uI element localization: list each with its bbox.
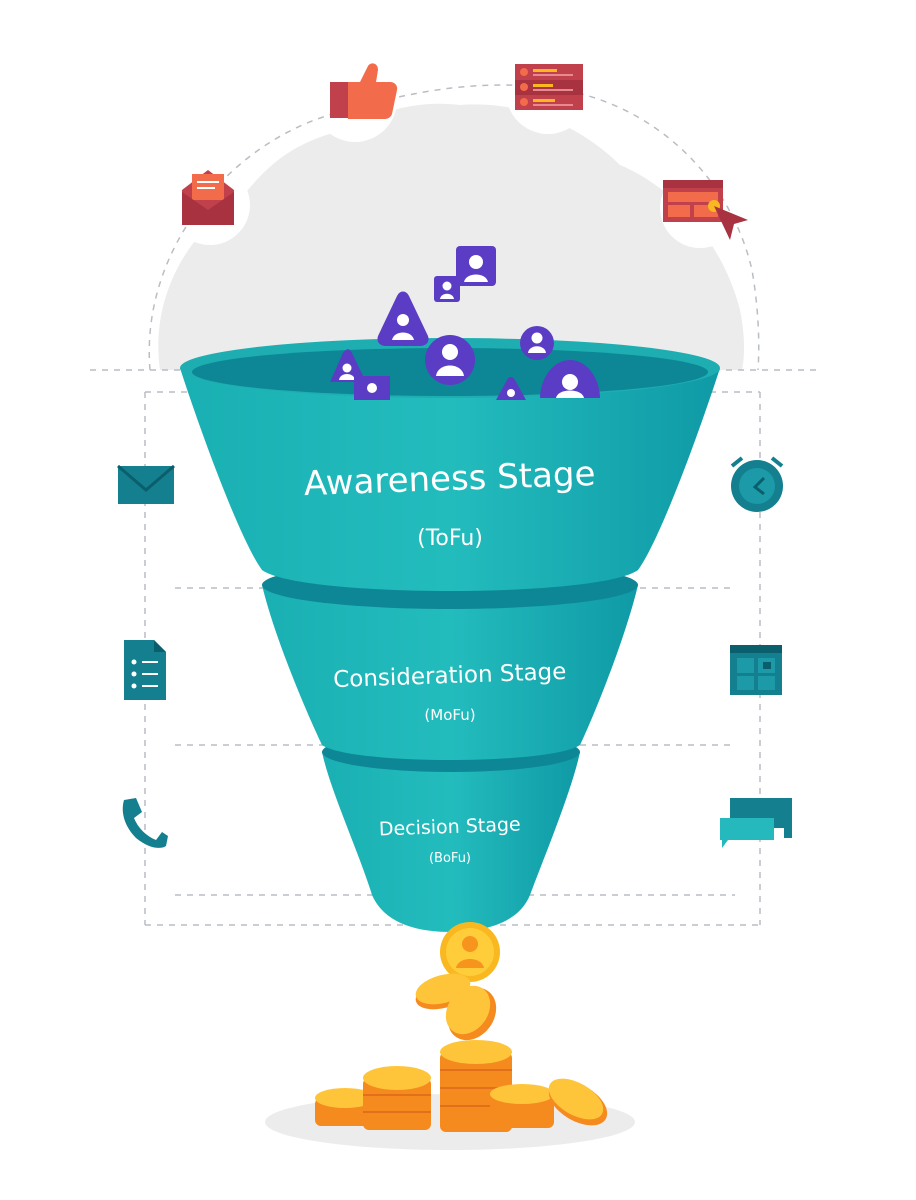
user-triangle-icon [330, 349, 366, 382]
decision-stage-abbr: (BoFu) [429, 851, 471, 866]
user-triangle-icon [377, 291, 429, 346]
chat-icon [720, 798, 792, 848]
funnel: Awareness Stage (ToFu) Consideration Sta… [180, 246, 720, 932]
coin [445, 985, 497, 1041]
coins [265, 922, 635, 1150]
thumbs-up-icon [330, 63, 398, 119]
alarm-clock-icon [730, 456, 784, 512]
awareness-stage-abbr: (ToFu) [417, 526, 483, 551]
user-triangle-icon [496, 377, 526, 400]
calendar-icon [730, 645, 782, 695]
mail-icon [117, 464, 175, 504]
cloud-background [158, 50, 745, 370]
user-circle-icon [540, 360, 600, 398]
customer-coin-icon [440, 922, 500, 982]
reviews-icon [515, 64, 583, 110]
lead-avatars [330, 246, 600, 400]
decision-stage-title: Decision Stage [379, 814, 522, 841]
checklist-icon [124, 640, 166, 700]
coin-stack-left [315, 1066, 431, 1130]
coin-stack-right [490, 1078, 608, 1128]
browser-click-icon [663, 180, 748, 240]
phone-icon [122, 798, 168, 848]
user-square-icon [354, 376, 390, 400]
user-circle-icon [425, 335, 475, 385]
user-circle-icon [520, 326, 554, 360]
user-square-icon [434, 276, 460, 302]
consideration-stage-abbr: (MoFu) [424, 706, 475, 724]
envelope-open-icon [182, 170, 234, 225]
user-square-icon [456, 246, 496, 286]
